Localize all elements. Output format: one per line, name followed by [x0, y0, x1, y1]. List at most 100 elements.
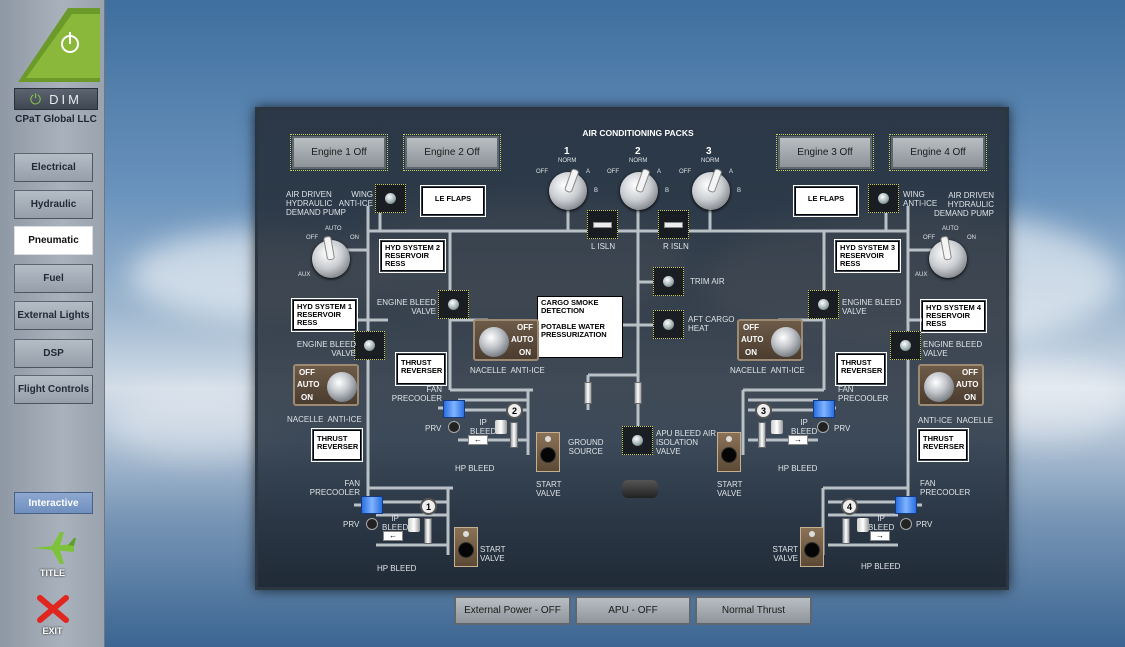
nav-external-lights[interactable]: External Lights: [14, 301, 93, 330]
knob-icon: [900, 340, 911, 351]
wing-anti-ice-right-switch[interactable]: [868, 184, 899, 213]
engine-1-off-button[interactable]: Engine 1 Off: [290, 134, 388, 171]
ip-bleed-4-arrow-icon: →: [870, 531, 890, 541]
prv-4-valve[interactable]: [900, 518, 912, 530]
fan-precooler-4: [895, 496, 917, 514]
hp-bleed-3-label: HP BLEED: [778, 464, 818, 473]
trim-air-switch[interactable]: [653, 267, 684, 296]
pack-1-b-label: B: [594, 188, 599, 194]
nacelle-anti-ice-2-switch[interactable]: OFF AUTO ON: [473, 319, 539, 361]
hyd-system-1-box: HYD SYSTEM 1 RESERVOIR RESS: [291, 298, 358, 332]
start-valve-2-switch[interactable]: [536, 432, 560, 472]
adp-left-selector[interactable]: [312, 235, 350, 278]
engine-3-off-button[interactable]: Engine 3 Off: [776, 134, 874, 171]
ip-bleed-2-label: IP BLEED: [470, 418, 497, 436]
fan-precooler-1: [361, 496, 383, 514]
adp-right-on-label: ON: [967, 235, 976, 241]
aft-cargo-heat-switch[interactable]: [653, 310, 684, 339]
prv-2-label: PRV: [425, 424, 442, 433]
pack-3-norm-label: NORM: [701, 158, 720, 164]
exit-x-icon[interactable]: [36, 594, 70, 624]
engine-2-off-button[interactable]: Engine 2 Off: [403, 134, 501, 171]
fan-precooler-4-label: FAN PRECOOLER: [920, 479, 971, 497]
hyd-system-2-box: HYD SYSTEM 2 RESERVOIR RESS: [379, 239, 446, 273]
nav-dsp[interactable]: DSP: [14, 339, 93, 368]
pack-2-number: 2: [635, 146, 641, 157]
adp-left-auto-label: AUTO: [325, 226, 342, 232]
nav-fuel[interactable]: Fuel: [14, 264, 93, 293]
wing-anti-ice-left-switch[interactable]: [375, 184, 406, 213]
engine-3-bleed-valve-label: ENGINE BLEED VALVE: [842, 298, 902, 316]
adp-right-selector[interactable]: [929, 235, 967, 278]
adp-left-on-label: ON: [350, 235, 359, 241]
pack-2-selector[interactable]: [620, 168, 658, 210]
nacelle-anti-ice-3-switch[interactable]: OFF AUTO ON: [737, 319, 803, 361]
fan-precooler-3: [813, 400, 835, 418]
external-power-button[interactable]: External Power - OFF: [454, 596, 571, 625]
normal-thrust-button[interactable]: Normal Thrust: [695, 596, 812, 625]
knob-icon: [385, 193, 396, 204]
apu-bleed-isolation-valve-switch[interactable]: [622, 426, 653, 455]
wing-anti-ice-right-label: WING ANTI-ICE: [903, 190, 938, 208]
ai-auto-label: AUTO: [297, 380, 320, 389]
nacelle-anti-ice-1-switch[interactable]: OFF AUTO ON: [293, 364, 359, 406]
r-isln-switch[interactable]: [658, 210, 689, 239]
engine-4-bleed-valve: [857, 518, 869, 532]
apu-button[interactable]: APU - OFF: [575, 596, 691, 625]
prv-3-valve[interactable]: [817, 421, 829, 433]
start-valve-3-switch[interactable]: [717, 432, 741, 472]
apu-bleed-arrow-icon: [634, 382, 642, 404]
anti-ice-nacelle-4-label: ANTI-ICE NACELLE: [918, 416, 994, 425]
pack-2-norm-label: NORM: [629, 158, 648, 164]
pack-2-b-label: B: [665, 188, 670, 194]
nacelle-anti-ice-4-switch[interactable]: OFF AUTO ON: [918, 364, 984, 406]
interactive-button[interactable]: Interactive: [14, 492, 93, 514]
engine-3-bleed-valve-switch[interactable]: [808, 290, 839, 319]
knob-icon: [878, 193, 889, 204]
dim-button[interactable]: ⏻ DIM: [14, 88, 98, 110]
engine-2-bleed-valve-switch[interactable]: [438, 290, 469, 319]
nacelle-anti-ice-1-label: NACELLE ANTI-ICE: [287, 415, 362, 424]
engine-4-bleed-valve-switch[interactable]: [890, 331, 921, 360]
adp-left-aux-label: AUX: [298, 272, 311, 278]
pack-2-a-label: A: [657, 169, 662, 175]
r-isln-label: R ISLN: [663, 242, 689, 251]
title-label: TITLE: [40, 568, 65, 578]
pack-3-selector[interactable]: [692, 168, 730, 210]
ai-on-label: ON: [745, 348, 757, 357]
adp-left-label: AIR DRIVEN HYDRAULIC DEMAND PUMP: [286, 190, 347, 217]
pack-1-off-label: OFF: [536, 169, 548, 175]
title-plane-icon[interactable]: [30, 530, 76, 566]
pack-1-selector[interactable]: [549, 168, 587, 210]
l-isln-switch[interactable]: [587, 210, 618, 239]
air-conditioning-packs-title: AIR CONDITIONING PACKS: [582, 128, 694, 138]
engine-4-bleed-valve-label: ENGINE BLEED VALVE: [923, 340, 983, 358]
nav-electrical[interactable]: Electrical: [14, 153, 93, 182]
nav-pneumatic[interactable]: Pneumatic: [14, 226, 93, 255]
adp-left-off-label: OFF: [306, 235, 318, 241]
company-name: CPaT Global LLC: [15, 114, 97, 125]
le-flaps-left-box: LE FLAPS: [420, 185, 486, 217]
fan-precooler-1-label: FAN PRECOOLER: [309, 479, 360, 497]
thrust-reverser-2-box: THRUST REVERSER: [395, 352, 447, 386]
le-flaps-right-box: LE FLAPS: [793, 185, 859, 217]
knob-icon: [632, 435, 643, 446]
hyd-system-3-box: HYD SYSTEM 3 RESERVOIR RESS: [834, 239, 901, 273]
pack-3-b-label: B: [737, 188, 742, 194]
knob-icon: [818, 299, 829, 310]
apu-bleed-label: APU BLEED AIR ISOLATION VALVE: [656, 429, 717, 456]
prv-2-valve[interactable]: [448, 421, 460, 433]
engine-1-duct-icon: [424, 518, 432, 544]
aft-cargo-heat-label: AFT CARGO HEAT: [688, 315, 735, 333]
start-valve-1-switch[interactable]: [454, 527, 478, 567]
engine-4-off-button[interactable]: Engine 4 Off: [889, 134, 987, 171]
prv-1-valve[interactable]: [366, 518, 378, 530]
engine-1-bleed-valve-switch[interactable]: [354, 331, 385, 360]
fan-precooler-2-label: FAN PRECOOLER: [391, 385, 442, 403]
dome-icon: [924, 372, 954, 402]
start-valve-4-switch[interactable]: [800, 527, 824, 567]
nav-hydraulic[interactable]: Hydraulic: [14, 190, 93, 219]
nav-flight-controls[interactable]: Flight Controls: [14, 375, 93, 404]
ai-on-label: ON: [964, 393, 976, 402]
thrust-reverser-3-box: THRUST REVERSER: [835, 352, 887, 386]
